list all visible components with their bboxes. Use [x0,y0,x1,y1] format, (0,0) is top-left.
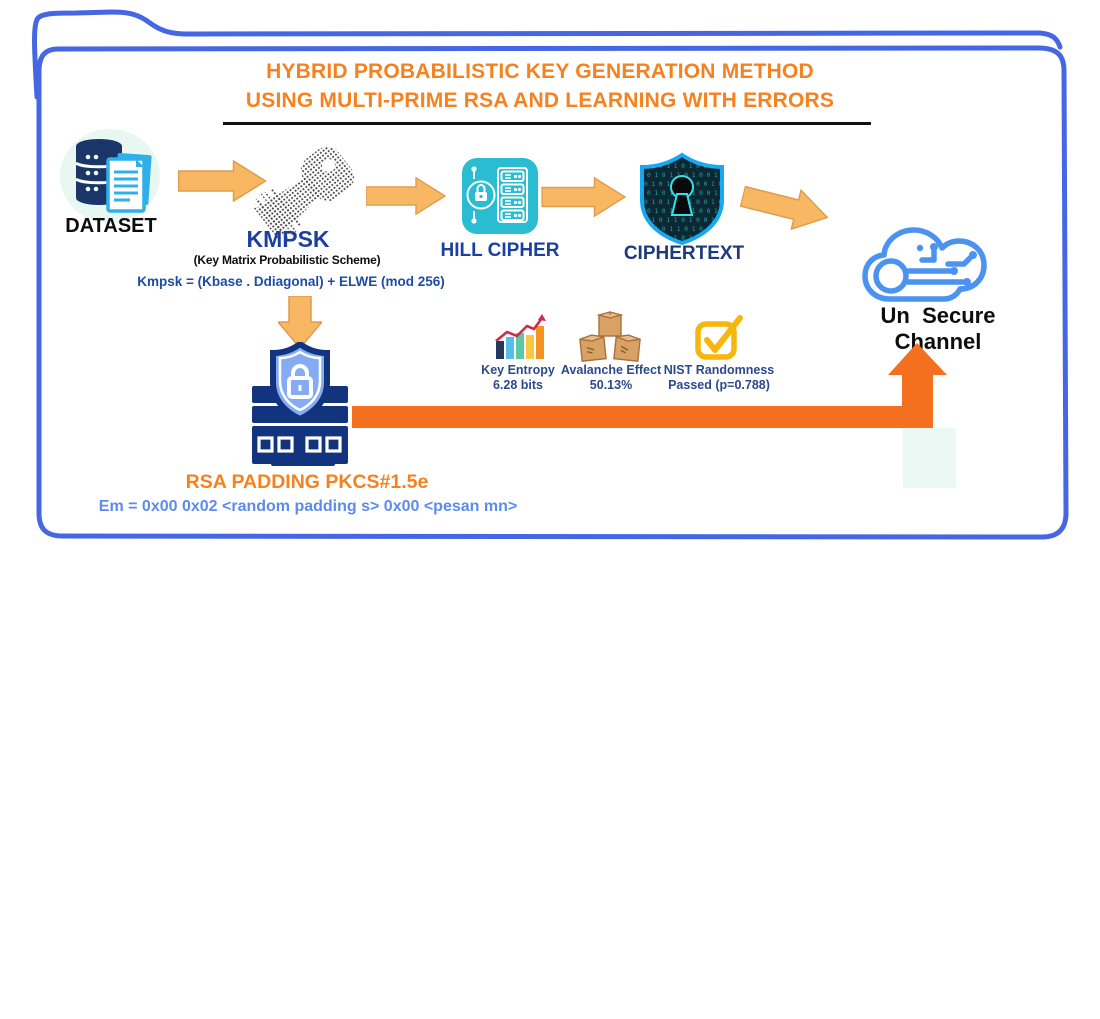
unsecure-line1: Un Secure [880,303,996,328]
matrix-text-row: 0 1 0 1 1 0 1 0 0 1 0 1 1 0 [644,217,730,224]
metric-avalanche-effect: Avalanche Effect 50.13% [553,363,669,393]
matrix-text-row: 0 1 0 1 1 0 1 0 0 1 0 1 1 0 [647,226,730,233]
kmpsk-sublabel: (Key Matrix Probabilistic Scheme) [193,253,381,267]
title-line2: USING MULTI-PRIME RSA AND LEARNING WITH … [245,88,835,112]
metric-label-line1: Key Entropy [481,363,555,377]
metric-key-entropy: Key Entropy 6.28 bits [462,363,574,393]
unsecure-line2: Channel [894,329,982,354]
flow-arrow-right-icon [178,160,267,202]
metric-label-line2: 6.28 bits [492,378,544,392]
folder-outline [32,9,1069,540]
rsa-padding-formula: Em = 0x00 0x02 <random padding s> 0x00 <… [98,498,518,515]
title-underline [223,122,871,125]
checkbox-check-icon [695,315,743,360]
keyhole-icon [670,175,694,216]
kmpsk-formula: Kmpsk = (Kbase . Ddiagonal) + ELWE (mod … [137,274,445,289]
mint-backdrop [903,428,956,488]
cardboard-boxes-icon [579,311,641,362]
matrix-text-row: 0 1 0 1 1 0 1 0 0 1 0 1 1 0 [644,163,730,170]
documents-icon [106,153,152,213]
title-line1: HYBRID PROBABILISTIC KEY GENERATION METH… [266,60,814,83]
server-shield-lock-icon [252,342,348,464]
flow-arrow-right-icon [541,177,627,217]
server-lock-icon [462,158,538,234]
flow-arrow-down-icon [278,296,322,348]
hill-cipher-label: HILL CIPHER [440,240,560,261]
metric-label-line1: NIST Randomness [663,363,775,377]
ciphertext-label: CIPHERTEXT [623,243,745,264]
rsa-underline [271,461,335,466]
rsa-padding-label: RSA PADDING PKCS#1.5e [185,471,429,493]
metric-nist-randomness: NIST Randomness Passed (p=0.788) [660,363,778,393]
flow-arrow-right-icon [366,176,446,216]
metric-label-line1: Avalanche Effect [560,363,662,377]
matrix-shield-keyhole-icon: 0 1 0 1 1 0 1 0 0 1 0 1 1 0 0 1 0 1 1 0 … [640,152,730,246]
database-documents-icon [60,129,160,223]
metric-label-line2: Passed (p=0.788) [668,378,770,392]
flow-arrow-right-icon [739,185,829,231]
page-title: HYBRID PROBABILISTIC KEY GENERATION METH… [190,58,890,115]
padlock-icon [287,364,313,399]
flow-bar-up-arrow-icon [352,343,947,428]
kmpsk-label: KMPSK [246,226,330,252]
bar-chart-growth-icon [495,314,546,359]
matrix-text-row: 0 1 0 1 1 0 1 0 0 1 0 1 1 0 [644,235,730,242]
halftone-key-icon [254,146,355,243]
metric-label-line2: 50.13% [589,378,633,392]
dataset-label: DATASET [65,215,157,237]
circuit-cloud-icon [862,227,987,302]
